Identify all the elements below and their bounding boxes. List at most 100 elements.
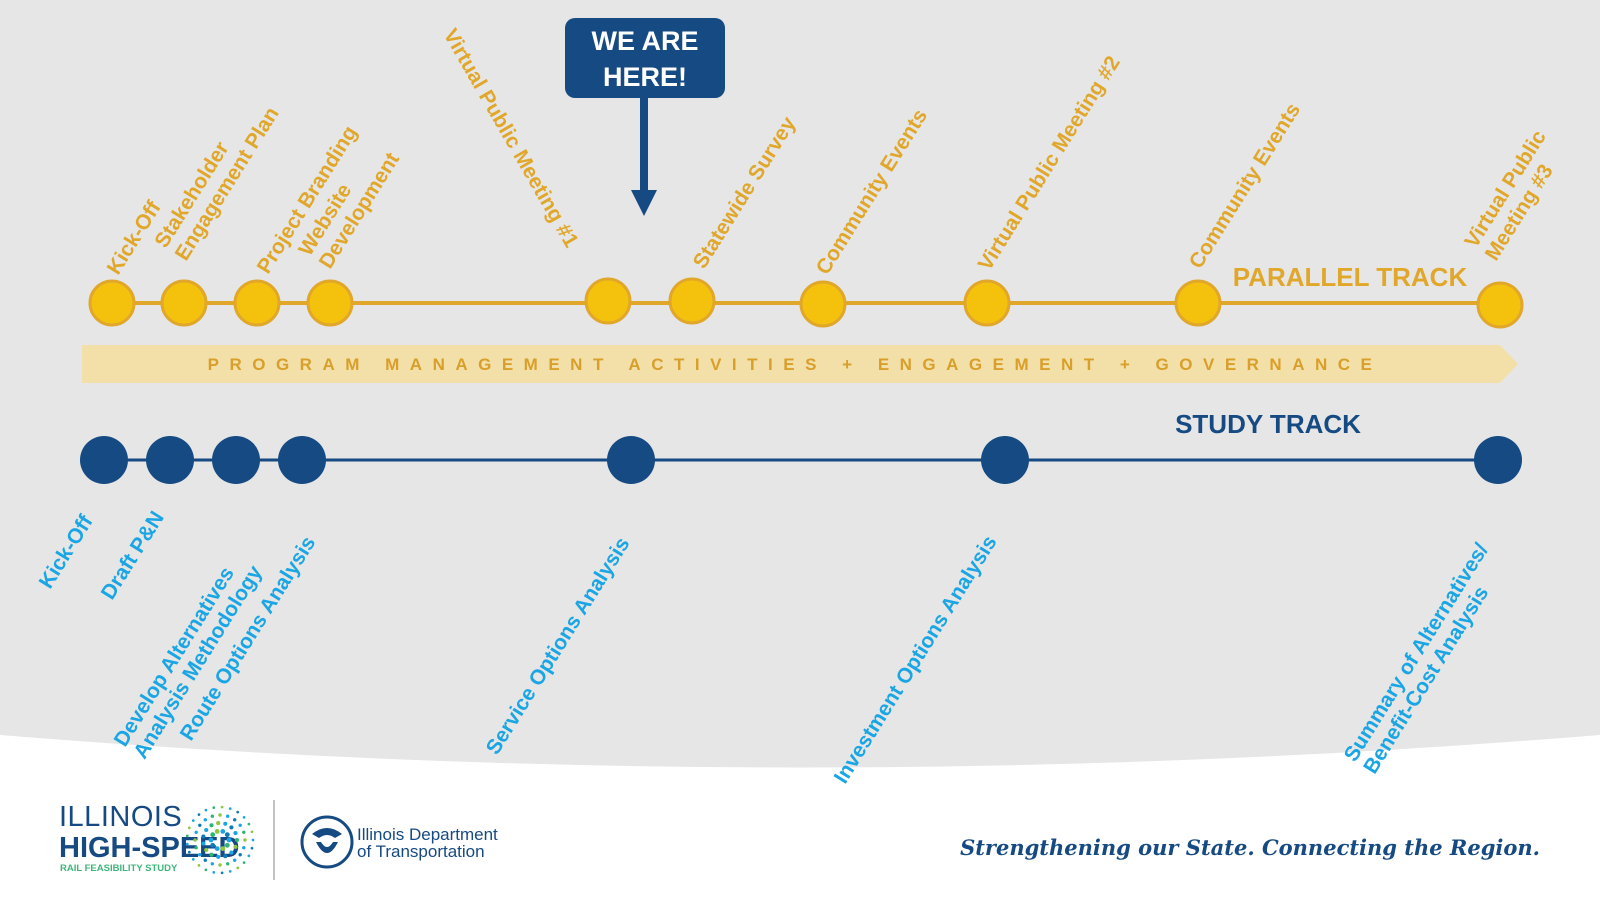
sunburst-dot (187, 850, 191, 854)
parallel-milestone-dot (799, 280, 847, 328)
sunburst-icon (185, 805, 255, 875)
sunburst-dot (236, 866, 240, 870)
idot-emblem-mark (312, 828, 342, 853)
sunburst-dot (220, 829, 226, 834)
sunburst-dot (194, 830, 198, 834)
sunburst-dot (250, 846, 254, 850)
sunburst-dot (201, 834, 206, 839)
sunburst-dot (250, 830, 254, 834)
sunburst-dot (210, 832, 216, 838)
callout-box (565, 18, 725, 98)
parallel-milestone-dot (1476, 281, 1524, 329)
sunburst-dot (251, 838, 255, 842)
idot-emblem-icon (300, 815, 354, 869)
sunburst-dot (191, 858, 195, 861)
sunburst-dot (226, 837, 232, 843)
parallel-milestone-dot (668, 277, 716, 325)
parallel-milestone-dot (306, 279, 354, 327)
parallel-milestone-dot (88, 279, 136, 327)
sunburst-dot (220, 871, 224, 875)
sunburst-dot (193, 838, 197, 842)
sunburst-dot (185, 842, 189, 846)
logo-high-speed: HIGH-SPEED (59, 832, 239, 864)
sunburst-dot (229, 850, 234, 855)
study-milestone-dot (212, 436, 260, 484)
sunburst-dot (210, 862, 214, 866)
sunburst-dot (204, 847, 209, 853)
sunburst-dot (228, 807, 232, 810)
sunburst-dot (194, 846, 198, 850)
sunburst-dot (247, 854, 251, 858)
sunburst-dot (242, 846, 246, 850)
sunburst-dot (209, 823, 214, 828)
parallel-track-title: PARALLEL TRACK (1233, 262, 1468, 292)
sunburst-dot (204, 868, 208, 872)
tagline: Strengthening our State. Connecting the … (960, 835, 1540, 860)
sunburst-dot (242, 861, 246, 864)
logo-subtitle: RAIL FEASIBILITY STUDY (60, 863, 178, 874)
sunburst-dot (229, 825, 234, 830)
sunburst-dot (218, 863, 222, 867)
sunburst-dot (210, 842, 216, 848)
we-are-here-callout: WE ARE HERE! (565, 18, 725, 216)
sunburst-dot (204, 808, 208, 812)
study-milestone-dot (1474, 436, 1522, 484)
sunburst-dot (223, 854, 228, 859)
sunburst-dot (224, 832, 230, 838)
callout-line-1: WE ARE (592, 26, 699, 56)
sunburst-dot (203, 818, 207, 822)
sunburst-dot (210, 814, 214, 818)
sunburst-dot (226, 814, 230, 818)
sunburst-dot (224, 842, 230, 848)
parallel-milestone-dot (584, 277, 632, 325)
band-label: PROGRAM MANAGEMENT ACTIVITIES + ENGAGEME… (208, 355, 1383, 374)
sunburst-dot (220, 805, 224, 809)
parallel-milestone-dot (160, 279, 208, 327)
study-track-title: STUDY TRACK (1175, 409, 1361, 439)
study-milestone-dot (607, 436, 655, 484)
study-milestone-dot (80, 436, 128, 484)
sunburst-dot (191, 819, 195, 822)
sunburst-dot (238, 823, 242, 827)
sunburst-dot (187, 826, 191, 830)
callout-arrow-shaft (640, 98, 648, 192)
sunburst-dot (233, 818, 237, 822)
sunburst-dot (197, 813, 201, 816)
sunburst-dot (212, 806, 216, 809)
band-arrow (82, 345, 1518, 383)
sunburst-dot (185, 834, 189, 838)
parallel-milestone-dot (963, 279, 1011, 327)
sunburst-dot (208, 837, 214, 843)
parallel-milestone-dot (1174, 279, 1222, 327)
sunburst-dot (198, 853, 202, 857)
logo-illinois: ILLINOIS (59, 801, 182, 833)
sunburst-dot (233, 831, 238, 836)
sunburst-dot (238, 853, 242, 857)
sunburst-dot (203, 858, 207, 862)
sunburst-dot (214, 846, 220, 851)
sunburst-dot (197, 864, 201, 867)
sunburst-dot (242, 830, 246, 834)
sunburst-dot (243, 838, 247, 842)
study-milestone-dot (278, 436, 326, 484)
sunburst-dot (242, 816, 246, 819)
sunburst-dot (226, 862, 230, 866)
sunburst-dot (214, 829, 220, 834)
sunburst-dot (247, 822, 251, 826)
footer: ILLINOIS HIGH-SPEED RAIL FEASIBILITY STU… (59, 800, 1540, 880)
down-arrow-icon (631, 190, 657, 216)
program-management-band: PROGRAM MANAGEMENT ACTIVITIES + ENGAGEME… (82, 345, 1518, 383)
sunburst-dot (198, 823, 202, 827)
sunburst-dot (212, 871, 216, 874)
sunburst-dot (218, 813, 222, 817)
idot-name-line-1: Illinois Department (357, 825, 498, 844)
sunburst-dot (201, 841, 206, 846)
sunburst-dot (223, 821, 228, 826)
callout-line-2: HERE! (603, 62, 687, 92)
sunburst-dot (216, 821, 221, 826)
sunburst-dot (233, 844, 238, 849)
parallel-milestone-dot (233, 279, 281, 327)
slide-background (0, 0, 1600, 768)
